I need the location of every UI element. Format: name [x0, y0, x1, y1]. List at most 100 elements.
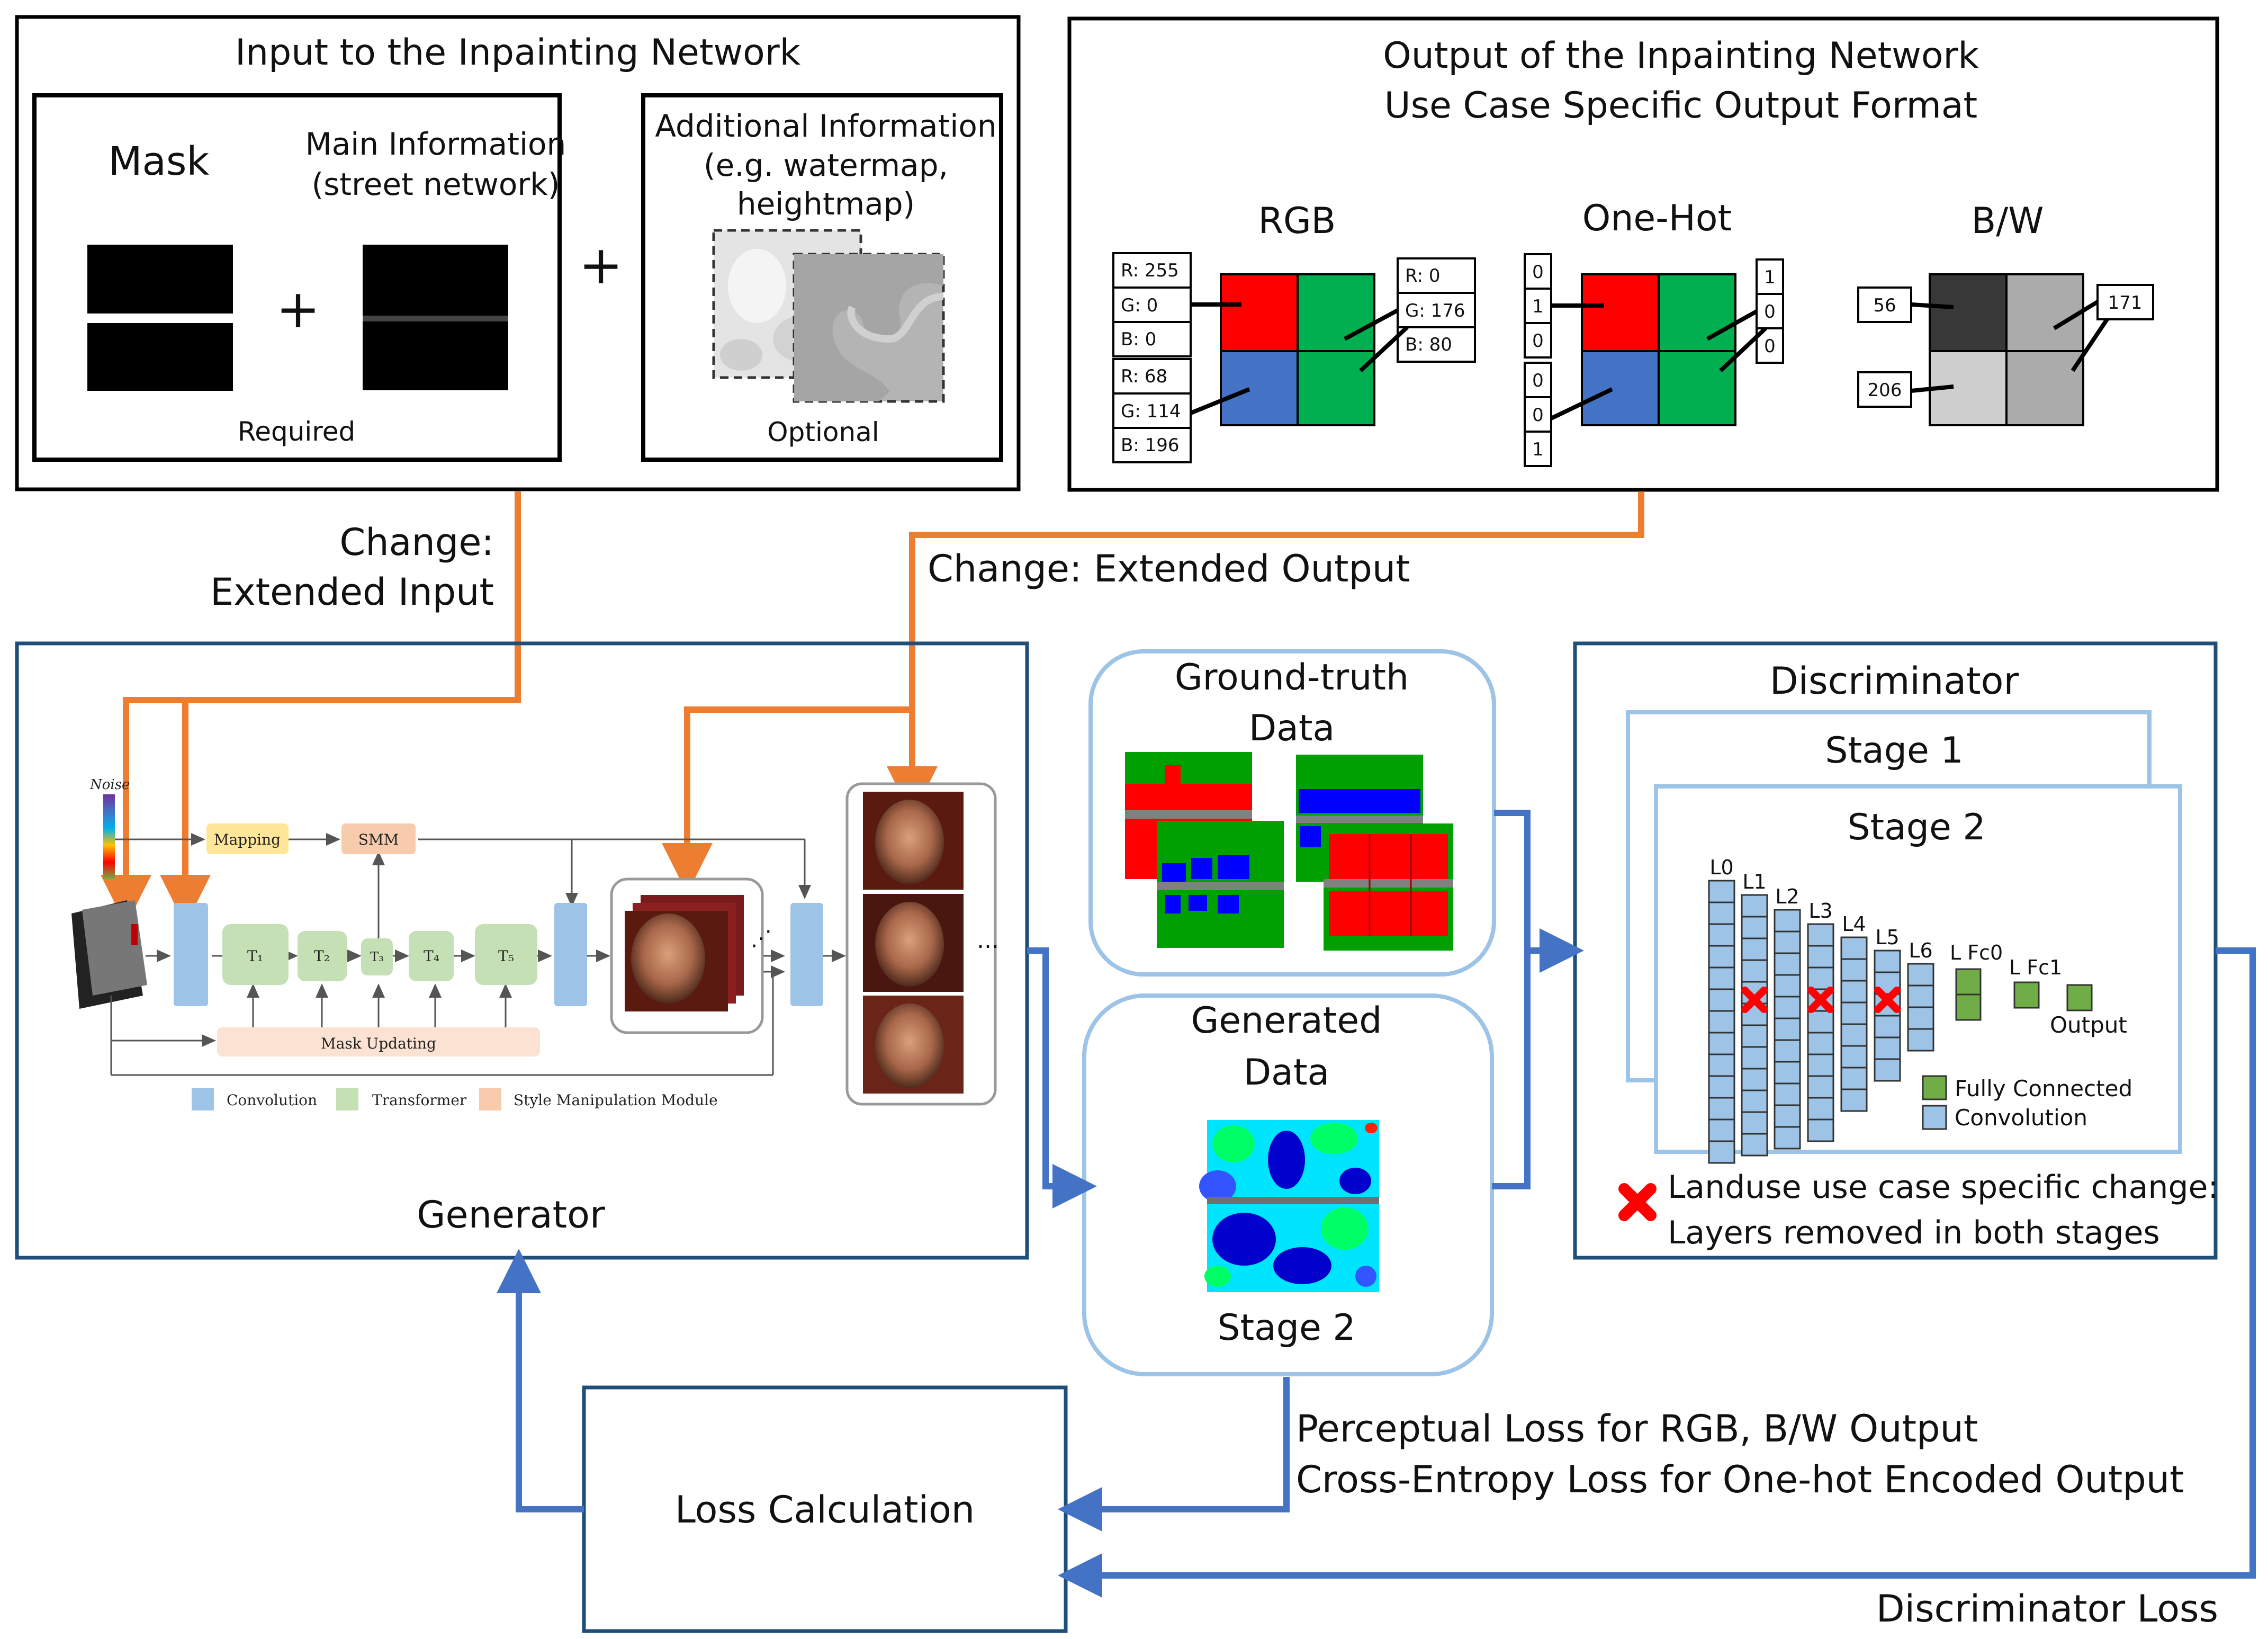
onehot-green-1: 0 [1764, 301, 1776, 323]
street-network-image [363, 245, 508, 390]
stage2-label: Stage 2 [1847, 807, 1985, 848]
conv-cell [1774, 1126, 1801, 1150]
conv-cell [1874, 1058, 1901, 1082]
t5-label: T₅ [498, 947, 514, 965]
onehot-green-0: 1 [1764, 267, 1776, 288]
watermap-image [793, 253, 945, 403]
conv-cell [1774, 930, 1801, 954]
onehot-red-1: 1 [1532, 296, 1544, 317]
conv-cell [1807, 1118, 1834, 1142]
rgb-green-g: G: 176 [1405, 300, 1465, 321]
conv-cell [1807, 966, 1834, 990]
conv-cell [1874, 950, 1901, 973]
ground-truth-line1: Ground-truth [1175, 657, 1409, 698]
fc0-label: L Fc0 [1950, 941, 2003, 964]
bw-grid [1929, 273, 2084, 426]
bw-dark-value: 56 [1873, 295, 1896, 316]
generator-title: Generator [417, 1193, 605, 1237]
conv-cell [1774, 1104, 1801, 1128]
rgb-green-r: R: 0 [1405, 265, 1440, 286]
conv-cell [1741, 1111, 1768, 1135]
conv-cell [1708, 945, 1735, 969]
fc-cell [1955, 993, 1982, 1021]
conv-cell [1708, 1118, 1735, 1142]
additional-line3: heightmap) [737, 186, 915, 222]
conv-cell [1774, 952, 1801, 976]
additional-line2: (e.g. watermap, [704, 147, 948, 183]
conv-cell [1708, 880, 1735, 903]
onehot-red-0: 0 [1532, 262, 1544, 283]
dots-label: ⋰ [751, 926, 772, 951]
mask-image [87, 245, 233, 391]
conv-cell [1840, 958, 1868, 982]
conv-cell [1907, 963, 1934, 987]
discriminator-loss-text: Discriminator Loss [1876, 1587, 2218, 1631]
output-face-1 [863, 792, 964, 890]
conv-cell [1807, 1053, 1834, 1077]
removed-layer-cross [1741, 987, 1768, 1013]
conv-cell [1840, 1045, 1868, 1069]
layer-label-l0: L0 [1709, 856, 1733, 879]
t2-label: T₂ [314, 947, 330, 965]
generated-map [1199, 1120, 1379, 1292]
removed-layer-cross [1807, 987, 1834, 1013]
onehot-blue-1: 0 [1532, 405, 1544, 426]
conv-cell [1741, 959, 1768, 983]
conv-cell [1708, 988, 1735, 1012]
conv-cell [1807, 1032, 1834, 1055]
mapping-label: Mapping [214, 831, 281, 848]
conv-cell [1774, 996, 1801, 1019]
rgb-blue-g: G: 114 [1121, 401, 1181, 422]
change-arrows [101, 491, 1644, 926]
conv-cell [1708, 1010, 1735, 1034]
conv-cell [1708, 1032, 1735, 1055]
stage1-label: Stage 1 [1825, 730, 1963, 772]
rgb-blue-values: R: 68 G: 114 B: 196 [1112, 358, 1192, 463]
onehot-grid [1581, 273, 1736, 426]
loss-calculation-label: Loss Calculation [675, 1488, 975, 1531]
conv-cell [1840, 1067, 1868, 1090]
transformer-block-3 [361, 938, 393, 975]
onehot-blue-vector: 0 0 1 [1524, 362, 1552, 467]
conv-cell [1774, 1039, 1801, 1063]
output-panel: Output of the Inpainting Network Use Cas… [1067, 16, 2219, 492]
change-text-line1: Landuse use case specific change: [1668, 1169, 2219, 1206]
main-info-line1: Main Information [305, 126, 566, 162]
conv-block-3 [790, 903, 823, 1006]
generated-stage-label: Stage 2 [1217, 1307, 1355, 1349]
main-info-line2: (street network) [312, 166, 560, 202]
optional-label: Optional [767, 417, 879, 447]
conv-cell [1874, 1036, 1901, 1060]
ground-truth-panel: Ground-truth Data [1088, 649, 1496, 977]
layer-label-l6: L6 [1909, 939, 1932, 962]
layer-label-l1: L1 [1742, 870, 1766, 893]
conv-cell [1741, 1068, 1768, 1091]
conv-cell [1708, 1140, 1735, 1164]
output-title-line2: Use Case Specific Output Format [1384, 85, 1977, 127]
generated-line1: Generated [1191, 1000, 1382, 1042]
onehot-connectors [1550, 303, 1767, 420]
fc-cell [1955, 968, 1982, 996]
output-face-2 [863, 894, 964, 992]
transformer-block-5 [475, 924, 537, 985]
fc1-label: L Fc1 [2009, 956, 2062, 979]
output-cell [2066, 984, 2093, 1011]
conv-cell [1907, 1028, 1934, 1052]
rgb-green-b: B: 80 [1405, 334, 1452, 355]
legend-smm-label: Style Manipulation Module [514, 1091, 718, 1109]
conv-cell [1708, 901, 1735, 925]
layer-label-l3: L3 [1808, 899, 1832, 923]
onehot-red-vector: 0 1 0 [1524, 253, 1552, 359]
change-text-line2: Layers removed in both stages [1668, 1214, 2160, 1251]
removed-layer-icon [1618, 1183, 1657, 1221]
gt-map-4 [1324, 823, 1453, 951]
noise-label: Noise [89, 777, 130, 793]
generated-line2: Data [1244, 1052, 1329, 1094]
conv-cell [1907, 1006, 1934, 1030]
conv-cell [1708, 966, 1735, 990]
rgb-connectors [1190, 302, 1409, 415]
rgb-blue-b: B: 196 [1121, 435, 1179, 456]
plus-sign-2: + [579, 234, 623, 296]
conv-cell [1874, 1015, 1901, 1038]
